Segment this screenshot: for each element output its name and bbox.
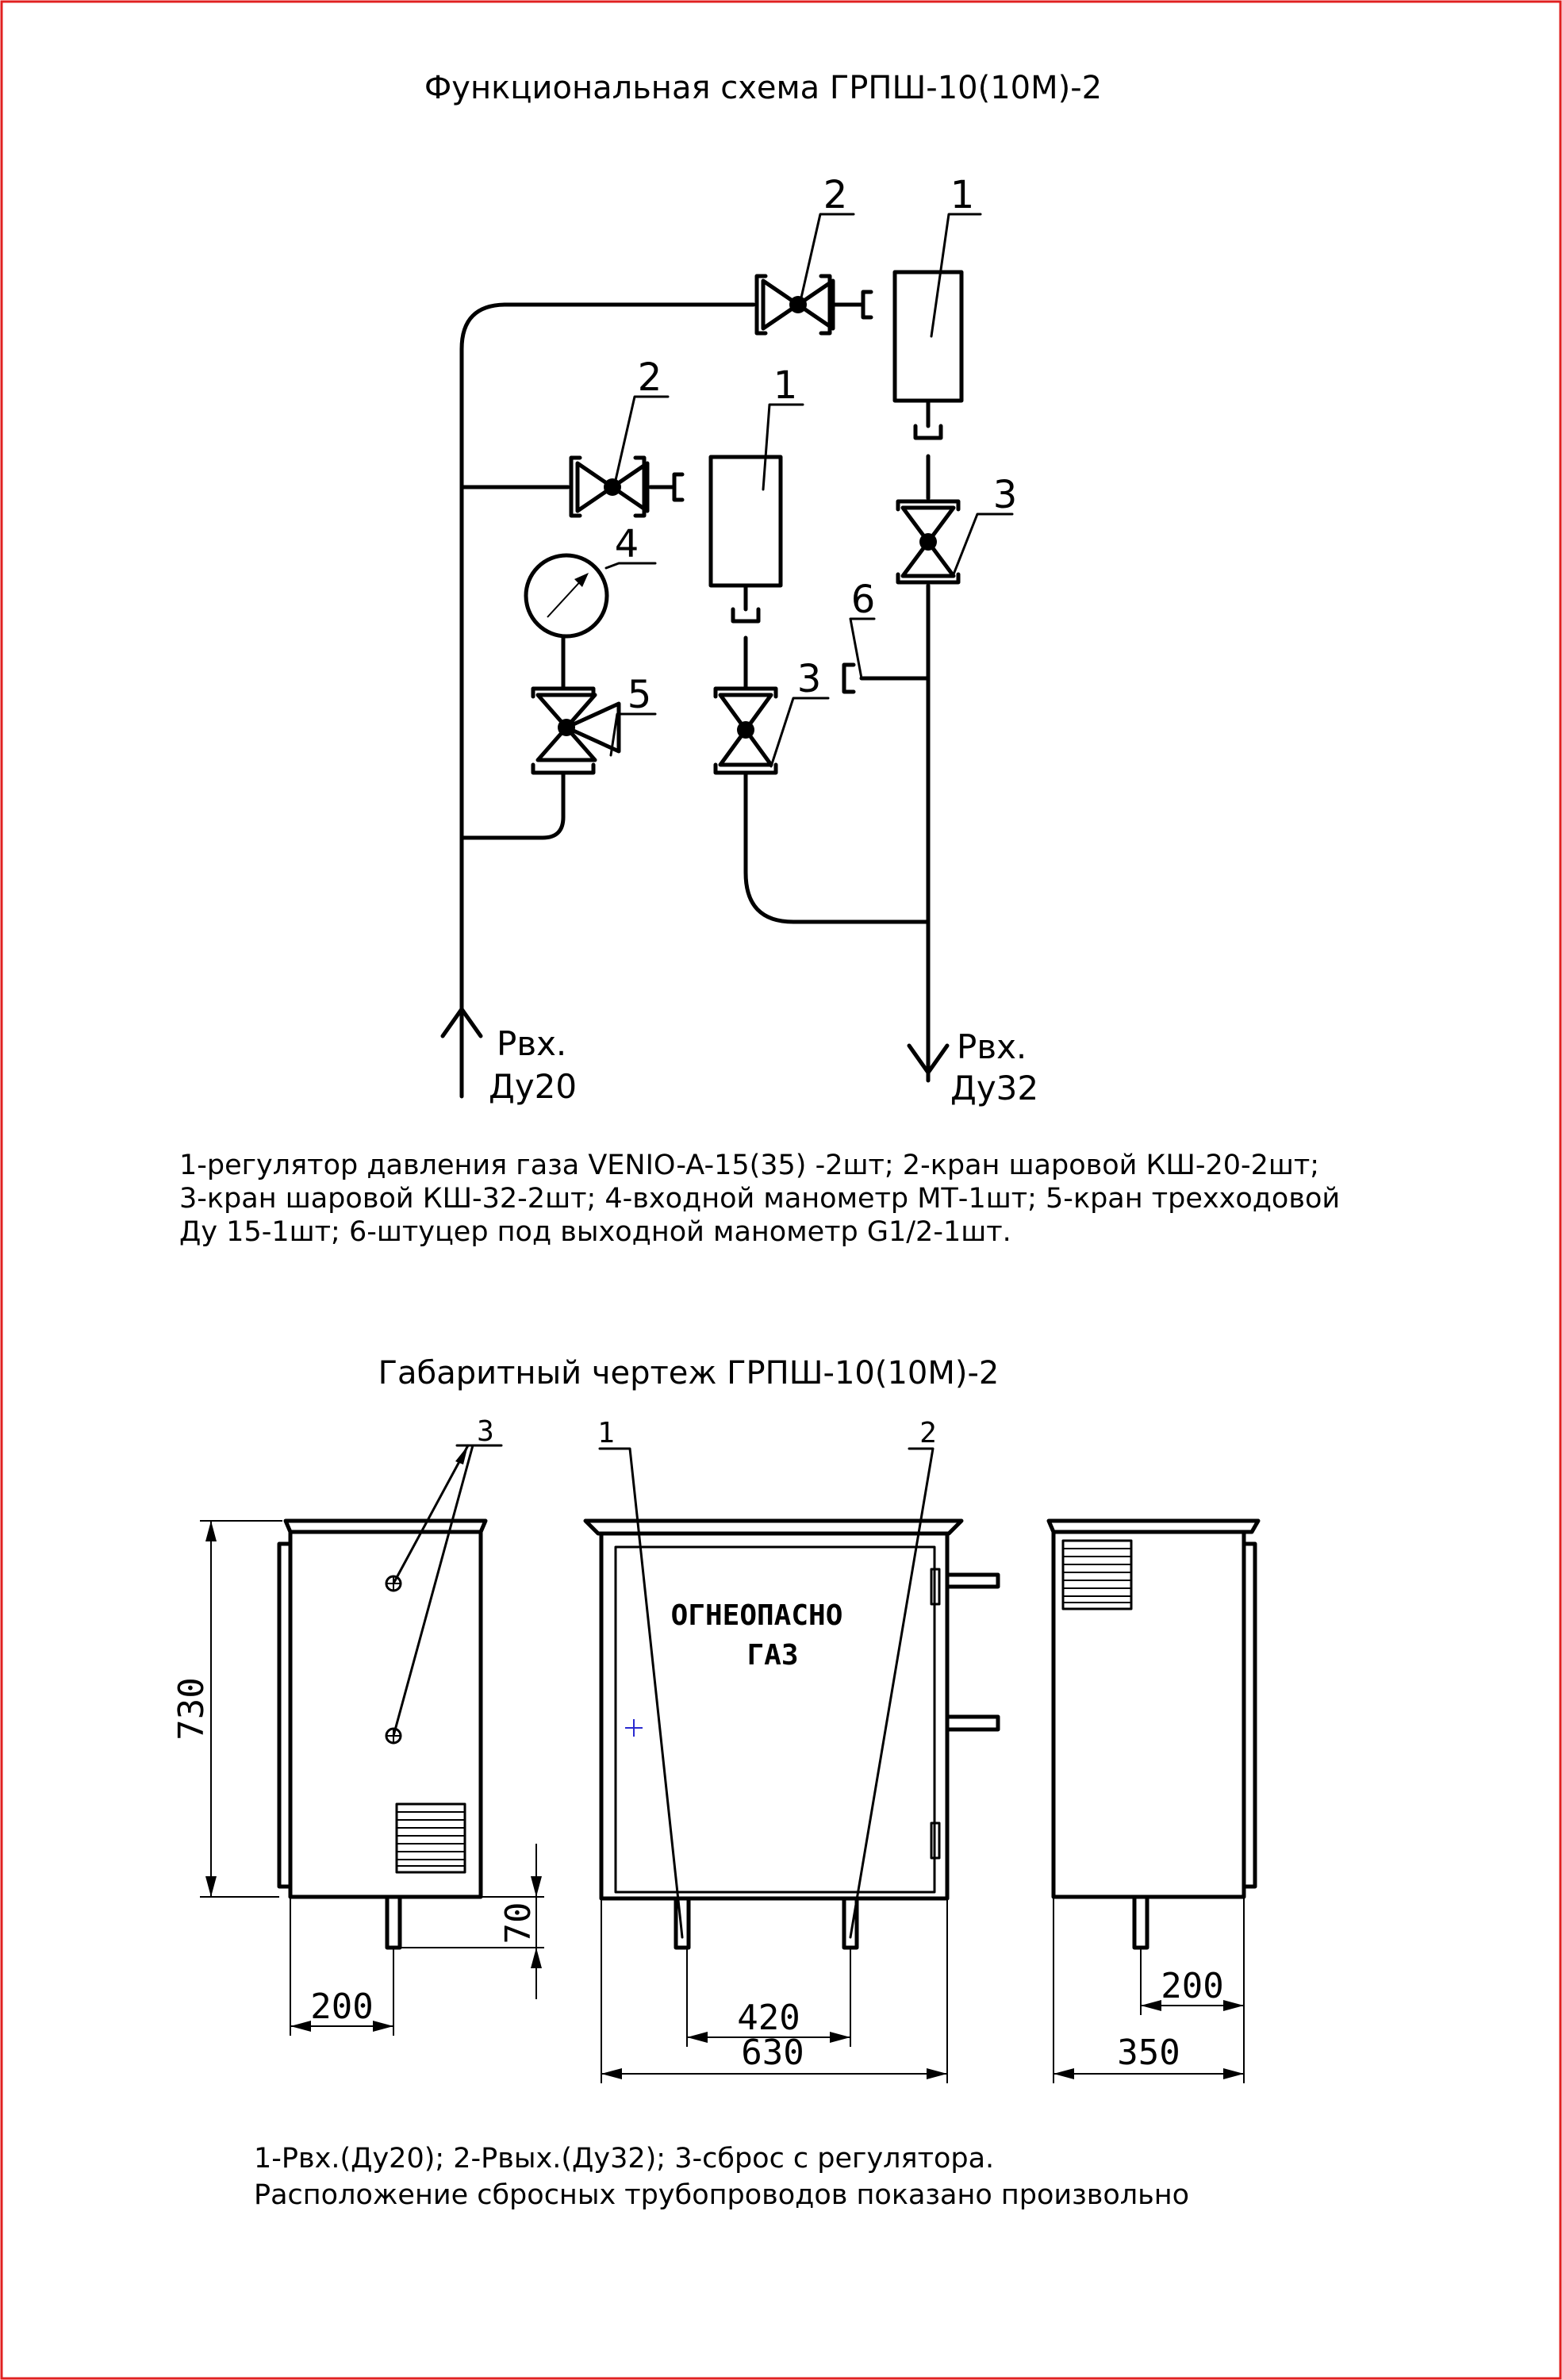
dimension-depth-label: 350	[1117, 2033, 1180, 2073]
callout-lower-regulator: 1	[773, 363, 798, 408]
three-way-valve-icon	[531, 686, 621, 775]
outlet-arrow-icon	[907, 1043, 950, 1075]
side-louver-right-icon	[1061, 1539, 1133, 1610]
inlet-label-size: Ду20	[489, 1067, 577, 1106]
upper-shutoff-valve-icon	[754, 274, 835, 336]
dimensional-legend-line-1: 1-Рвх.(Ду20); 2-Рвых.(Ду32); 3-сброс с р…	[254, 2143, 994, 2175]
dimension-leg-height: 70	[400, 1844, 544, 1999]
upper-regulator-icon	[861, 270, 964, 440]
callout-right-ball-valve: 3	[993, 473, 1018, 517]
dimension-offset-right-label: 200	[1161, 1966, 1223, 2006]
scheme-legend-line-2: 3-кран шаровой КШ-32-2шт; 4-входной мано…	[179, 1183, 1340, 1215]
warning-text-line-2: ГАЗ	[746, 1639, 798, 1672]
dimension-height: 730	[171, 1520, 282, 1898]
callout-leaders	[604, 213, 1014, 768]
scheme-legend-line-1: 1-регулятор давления газа VENIO-A-15(35)…	[179, 1150, 1319, 1181]
side-view-left	[277, 1518, 488, 1950]
dimension-pipe-spacing: 420	[686, 1948, 851, 2047]
front-view: ОГНЕОПАСНО ГАЗ 1 2	[583, 1417, 1000, 1950]
right-ball-valve-icon	[896, 499, 961, 585]
dimension-front-width: 630	[601, 1898, 948, 2083]
inlet-label-pressure: Рвх.	[497, 1024, 566, 1063]
side-louver-icon	[395, 1802, 466, 1874]
functional-scheme: Функциональная схема ГРПШ-10(10М)-2	[179, 70, 1340, 1248]
inlet-riser	[459, 302, 756, 1099]
outlet-label-pressure: Рвх.	[957, 1027, 1027, 1066]
manometer-return-line	[459, 772, 566, 840]
middle-shutoff-valve-icon	[569, 455, 650, 518]
side-view-right	[1046, 1518, 1261, 1950]
dimension-leg-height-label: 70	[498, 1902, 539, 1944]
manometer-icon	[524, 553, 609, 639]
callout-upper-valve: 2	[823, 173, 848, 217]
callout-fitting: 6	[851, 578, 876, 622]
dimension-height-label: 730	[171, 1677, 212, 1740]
callout-manometer: 4	[615, 522, 639, 566]
center-cross-mark-icon	[625, 1719, 643, 1737]
warning-text-line-1: ОГНЕОПАСНО	[671, 1599, 843, 1632]
lower-return-line	[743, 772, 931, 924]
dimensional-title: Габаритный чертеж ГРПШ-10(10М)-2	[378, 1355, 1000, 1392]
dimensional-legend-line-2: Расположение сбросных трубопроводов пока…	[254, 2179, 1189, 2211]
callout-relief: 3	[477, 1415, 494, 1448]
outlet-label-size: Ду32	[950, 1069, 1038, 1107]
left-ball-valve-icon	[713, 686, 778, 775]
dimension-front-width-label: 630	[741, 2033, 804, 2073]
scheme-title: Функциональная схема ГРПШ-10(10М)-2	[424, 70, 1102, 106]
dimensional-drawing: Габаритный чертеж ГРПШ-10(10М)-2 7	[171, 1355, 1261, 2211]
dimension-offset-left-label: 200	[310, 1987, 373, 2027]
inlet-arrow-icon	[440, 1007, 483, 1038]
callout-outlet: 2	[919, 1417, 937, 1449]
scheme-legend-line-3: Ду 15-1шт; 6-штуцер под выходной маномет…	[179, 1216, 1011, 1248]
callout-inlet: 1	[597, 1417, 615, 1449]
lower-regulator-icon	[672, 455, 783, 624]
relief-callout: 3	[392, 1415, 503, 1737]
callout-middle-valve: 2	[638, 355, 662, 400]
callout-upper-regulator: 1	[950, 173, 975, 217]
dimension-offset-right: 200	[1140, 1897, 1245, 2015]
callout-left-ball-valve: 3	[797, 657, 822, 701]
dimension-offset-left: 200	[290, 1897, 394, 2036]
dimension-pipe-spacing-label: 420	[737, 1998, 800, 2038]
fitting-icon	[842, 662, 856, 694]
callout-three-way-valve: 5	[627, 673, 652, 717]
pipelines	[459, 302, 931, 1099]
dimension-depth: 350	[1053, 1897, 1245, 2083]
